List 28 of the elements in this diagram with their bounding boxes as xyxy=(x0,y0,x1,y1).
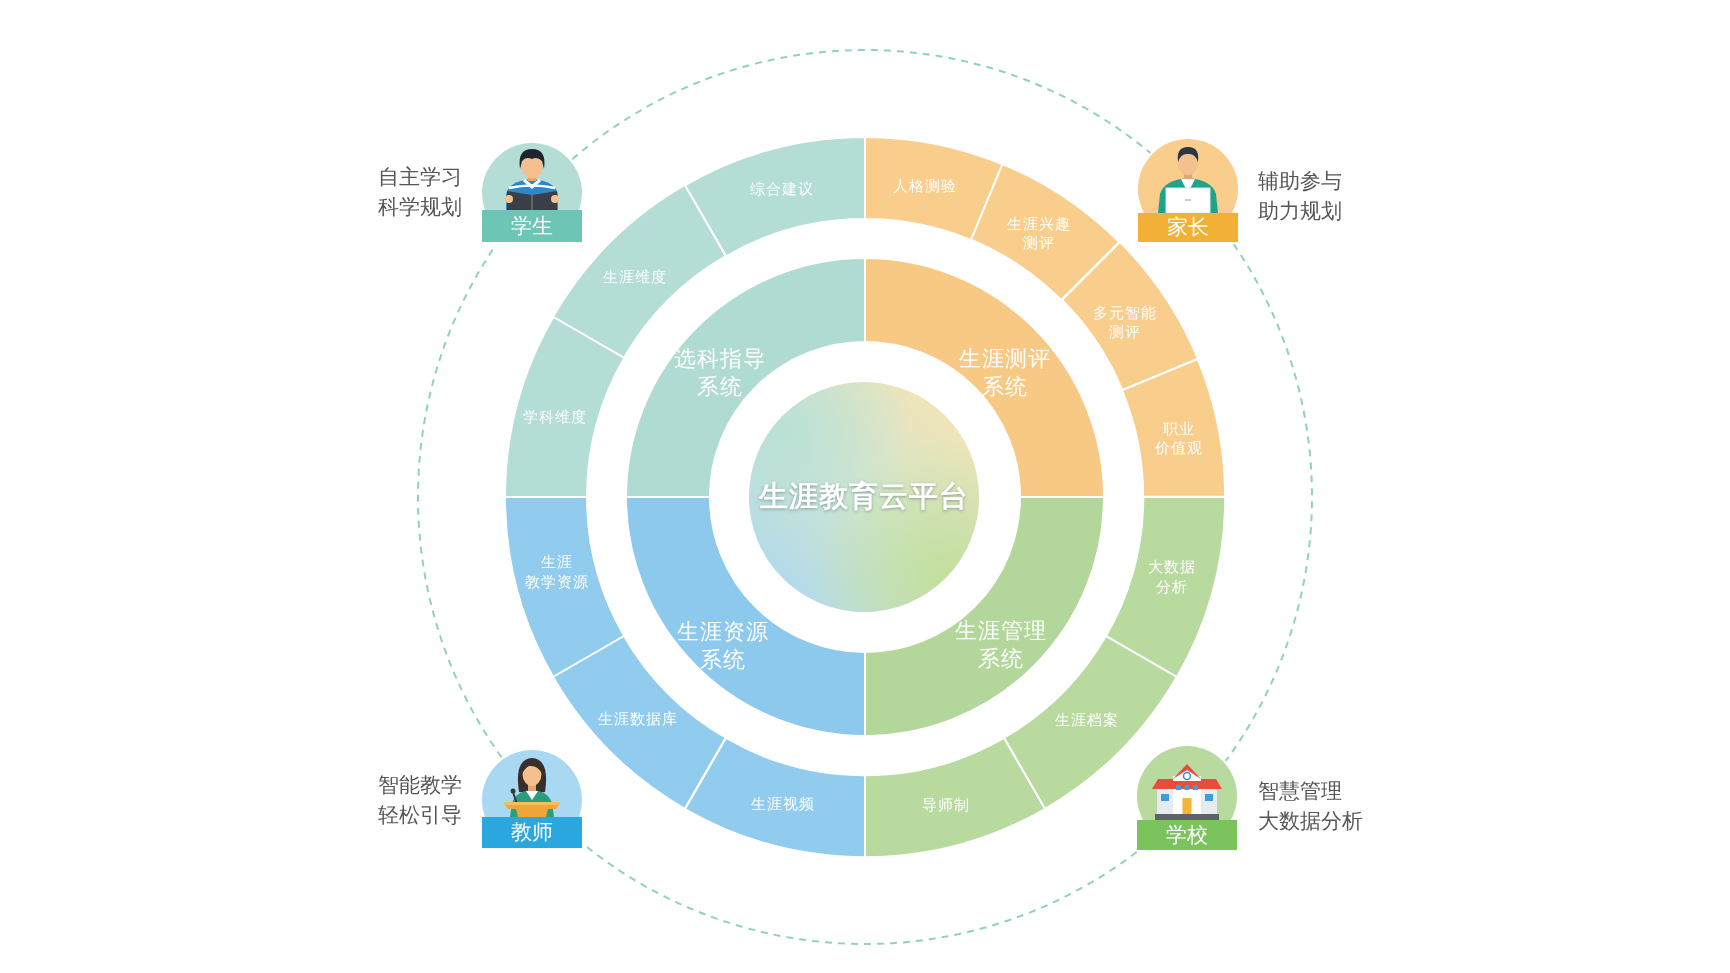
segment-label: 人格测验 xyxy=(893,177,957,197)
role-description: 辅助参与助力规划 xyxy=(1258,168,1342,226)
segment-label: 导师制 xyxy=(922,796,970,816)
role-banner: 家长 xyxy=(1138,213,1238,242)
dashed-connector xyxy=(1224,243,1313,762)
segment-label: 大数据分析 xyxy=(1148,557,1196,597)
platform-title: 生涯教育云平台 xyxy=(759,478,969,515)
role-banner: 学生 xyxy=(482,210,582,242)
segment-label: 学科维度 xyxy=(523,408,587,428)
segment-label: 多元智能测评 xyxy=(1093,303,1157,343)
segment-label: 生涯兴趣测评 xyxy=(1007,214,1071,254)
system-label: 生涯测评系统 xyxy=(959,344,1051,400)
segment-label: 生涯维度 xyxy=(603,268,667,288)
role-banner: 学校 xyxy=(1137,820,1237,850)
segment-label: 生涯视频 xyxy=(751,795,815,815)
dashed-connector xyxy=(571,49,1152,161)
role-banner: 教师 xyxy=(482,817,582,848)
role-description: 智慧管理大数据分析 xyxy=(1258,778,1363,836)
system-label: 选科指导系统 xyxy=(674,344,766,400)
segment-label: 综合建议 xyxy=(750,180,814,200)
system-label: 生涯资源系统 xyxy=(677,617,769,673)
role-description: 智能教学轻松引导 xyxy=(378,772,462,830)
segment-label: 生涯教学资源 xyxy=(525,552,589,592)
segment-label: 生涯档案 xyxy=(1055,711,1119,731)
role-description: 自主学习科学规划 xyxy=(378,164,462,222)
segment-label: 职业价值观 xyxy=(1155,419,1203,459)
segment-label: 生涯数据库 xyxy=(598,710,678,730)
system-label: 生涯管理系统 xyxy=(955,616,1047,672)
